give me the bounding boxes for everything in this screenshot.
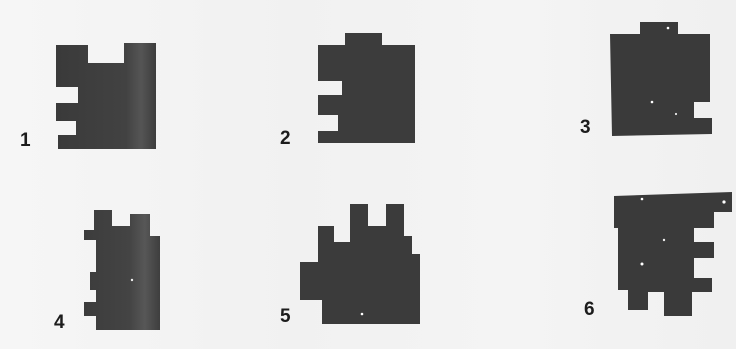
piece-label-4: 4 (54, 313, 65, 332)
piece-label-5: 5 (280, 307, 291, 326)
puzzle-piece-4 (84, 210, 162, 330)
puzzle-piece-3 (610, 22, 714, 136)
puzzle-piece-1 (56, 43, 156, 149)
puzzle-piece-5 (300, 204, 420, 324)
piece-label-6: 6 (584, 300, 595, 319)
puzzle-piece-6 (614, 192, 732, 317)
piece-label-2: 2 (280, 129, 291, 148)
piece-label-3: 3 (580, 118, 591, 137)
puzzle-piece-2 (318, 33, 415, 143)
piece-label-1: 1 (20, 131, 31, 150)
